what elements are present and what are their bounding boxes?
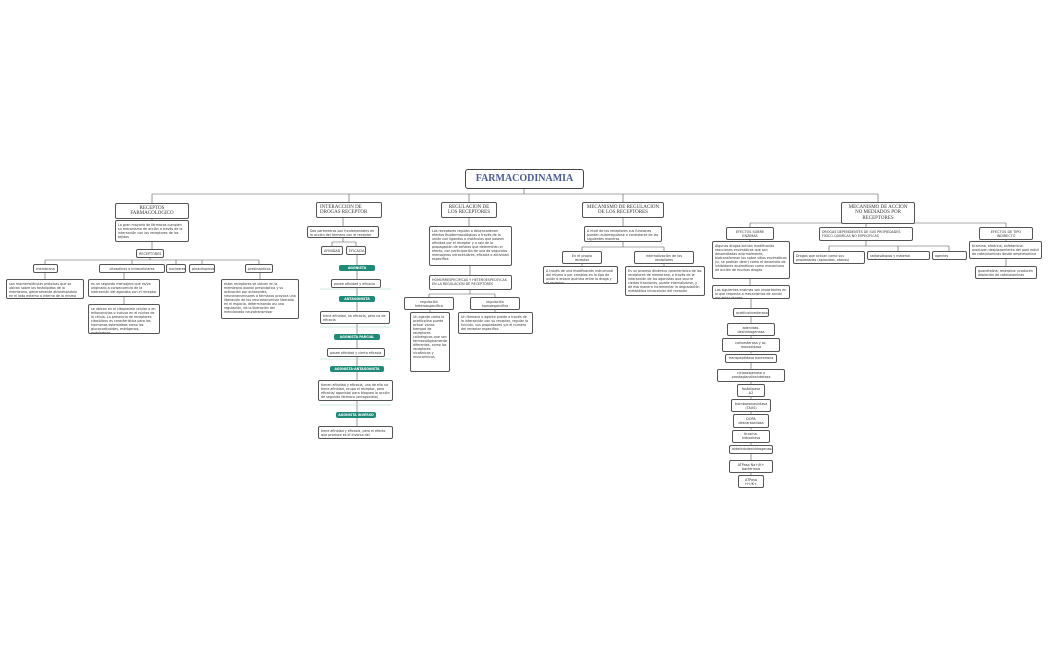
agonista-parcial-description[interactable]: posee afinidad y cierta eficacia xyxy=(327,348,385,357)
tag-agonista-parcial[interactable]: AGONISTA PARCIAL xyxy=(334,334,380,340)
enzyme-item[interactable]: transpeptidasa bacteriana xyxy=(725,353,777,363)
b2-eficacia[interactable]: EFICACIA xyxy=(346,246,366,256)
agonista-description[interactable]: posee afinidad y eficacia xyxy=(331,279,381,288)
indirecto-description-2[interactable]: guanetidina, reserpina: producen depleci… xyxy=(975,266,1037,279)
enzyme-item[interactable]: tromboxanosintasa (TAXS) xyxy=(731,399,771,413)
branch-mecanismo-regulacion[interactable]: MECANISMO DE REGULACION DE LOS RECEPTORE… xyxy=(582,202,664,219)
homoespecifica-description[interactable]: Un fármaco o agente puede a través de la… xyxy=(458,312,533,334)
b1-description[interactable]: La gran mayoría de fármacos cumplen su m… xyxy=(115,220,189,242)
enzyme-item[interactable]: ATPasa Na+/K+ bacteriana xyxy=(729,460,773,474)
presinapticos-description[interactable]: estos receptores se ubican en la membran… xyxy=(221,279,299,319)
regulacion-heteroespecifica[interactable]: regulación heteroespecífica xyxy=(404,297,454,311)
enzyme-item[interactable]: aldehidodeshidrogenasa xyxy=(729,444,773,454)
membrana-description[interactable]: son macromoléculas proteicas que se ubic… xyxy=(6,279,84,299)
enzyme-item[interactable]: colinesterasa y ac. monoxidasa xyxy=(722,338,780,352)
b4-internalizacion[interactable]: internalización de los receptores xyxy=(634,251,694,265)
b4-propio-receptor[interactable]: En el propio receptor xyxy=(562,251,602,265)
b3-homo-hetero-node[interactable]: HOMORRESPECIFICAS Y HETEROESPECIFICAS EN… xyxy=(429,275,512,290)
kind-pinacitopicos[interactable]: pinacitopicos xyxy=(189,264,215,274)
b1-receptores-node[interactable]: RECEPTORES xyxy=(136,249,164,259)
agonista-antagonista-description[interactable]: tienen afinidad y eficacia, una de ella … xyxy=(318,380,393,401)
kind-membrana[interactable]: membrana xyxy=(33,264,58,274)
enzyme-item[interactable]: ciclooxigenasa o prostaglandinsintetasa xyxy=(717,368,785,382)
tag-antagonista[interactable]: ANTAGONISTA xyxy=(339,296,375,302)
fisico-quimicas-desc-2[interactable]: radioisótopos y material radiopaco xyxy=(867,251,930,260)
enzyme-item[interactable]: ATPasa H+/K+ xyxy=(738,475,764,489)
tag-agonista-inverso[interactable]: AGONISTA INVERSO xyxy=(336,412,376,418)
antagonista-description[interactable]: tiene afinidad, no eficacia, pero no de … xyxy=(320,311,390,324)
kind-presinapticos[interactable]: presinapticos xyxy=(245,264,273,274)
heteroespecifica-description[interactable]: Un agente como la acetilcolina puede act… xyxy=(410,312,450,372)
fisico-quimicas-desc-1[interactable]: Drogas que actúan como sus propiedades (… xyxy=(793,251,865,264)
enzimas-description-2[interactable]: Las siguientes enzimas son importantes e… xyxy=(712,285,790,299)
b4-description[interactable]: A nivel de los receptores sus funciones … xyxy=(584,226,662,242)
enzimas-description-1[interactable]: Algunas drogas actúan modificando reacci… xyxy=(712,241,790,279)
kind-citosolicos[interactable]: citosolicos o intracelulares xyxy=(99,264,165,274)
enzyme-item[interactable]: DOPA descarboxilasa xyxy=(733,414,769,428)
branch-interaccion-drogas-receptor[interactable]: INTERACCION DE DROGAS RECEPTOR xyxy=(316,202,382,219)
citosolicos-description-2[interactable]: se ubican en el citoplasma celular o en … xyxy=(88,304,160,334)
b2-afinidad[interactable]: AFINIDAD xyxy=(321,246,343,256)
agonista-inverso-description[interactable]: tiene afinidad y eficacia, pero el efect… xyxy=(318,426,393,439)
regulacion-homoespecifica[interactable]: regulación homoespecífica xyxy=(470,297,520,311)
tag-agonista[interactable]: AGONISTA xyxy=(339,265,375,271)
enzyme-item[interactable]: tirosina-hidroxilasa xyxy=(732,429,770,443)
efectos-tipo-indirecto[interactable]: EFECTOS DE TIPO INDIRECTO xyxy=(979,227,1033,241)
indirecto-description-1[interactable]: tiramina, efedrina, anfetamina: producen… xyxy=(969,241,1042,259)
tag-agonista-antagonista[interactable]: AGONISTA-ANTAGONISTA xyxy=(330,366,384,372)
b2-description[interactable]: Dos parámetros son fundamentales en la a… xyxy=(307,226,379,238)
enzyme-item[interactable]: adenilato-deshidrogenasa xyxy=(727,323,775,337)
b3-description[interactable]: Los receptores regulan o desencadenan ef… xyxy=(429,226,512,266)
efectos-sobre-enzimas[interactable]: EFECTOS SOBRE ENZIMAS xyxy=(726,227,774,241)
fisico-quimicas-desc-3[interactable]: agentes quelantes xyxy=(932,251,967,260)
internalizacion-description[interactable]: Es un proceso dinámico característico de… xyxy=(625,266,705,296)
branch-receptores-farmacologico[interactable]: RECEPTOS FARMACOLOGICO xyxy=(115,203,189,220)
enzyme-item[interactable]: acetilcolinesterasa xyxy=(733,308,769,318)
root-node[interactable]: FARMACODINAMIA xyxy=(465,169,584,189)
kind-nucleares[interactable]: nucleares xyxy=(166,264,186,274)
drogas-fisico-quimicas[interactable]: DROGAS DEPENDIENTES DE SUS PROPIEDADES F… xyxy=(819,227,913,241)
citosolicos-description-1[interactable]: es un segundo mensajero que es/ve origin… xyxy=(88,279,160,297)
enzyme-item[interactable]: fosfolipasa A2 xyxy=(737,384,765,398)
branch-regulacion-receptores[interactable]: REGULACION DE LOS RECEPTORES xyxy=(441,202,497,219)
branch-mecanismo-no-mediados[interactable]: MECANISMO DE ACCION NO MEDIADOS POR RECE… xyxy=(841,202,915,224)
propio-receptor-description[interactable]: A través de una modificación estructural… xyxy=(543,266,618,284)
